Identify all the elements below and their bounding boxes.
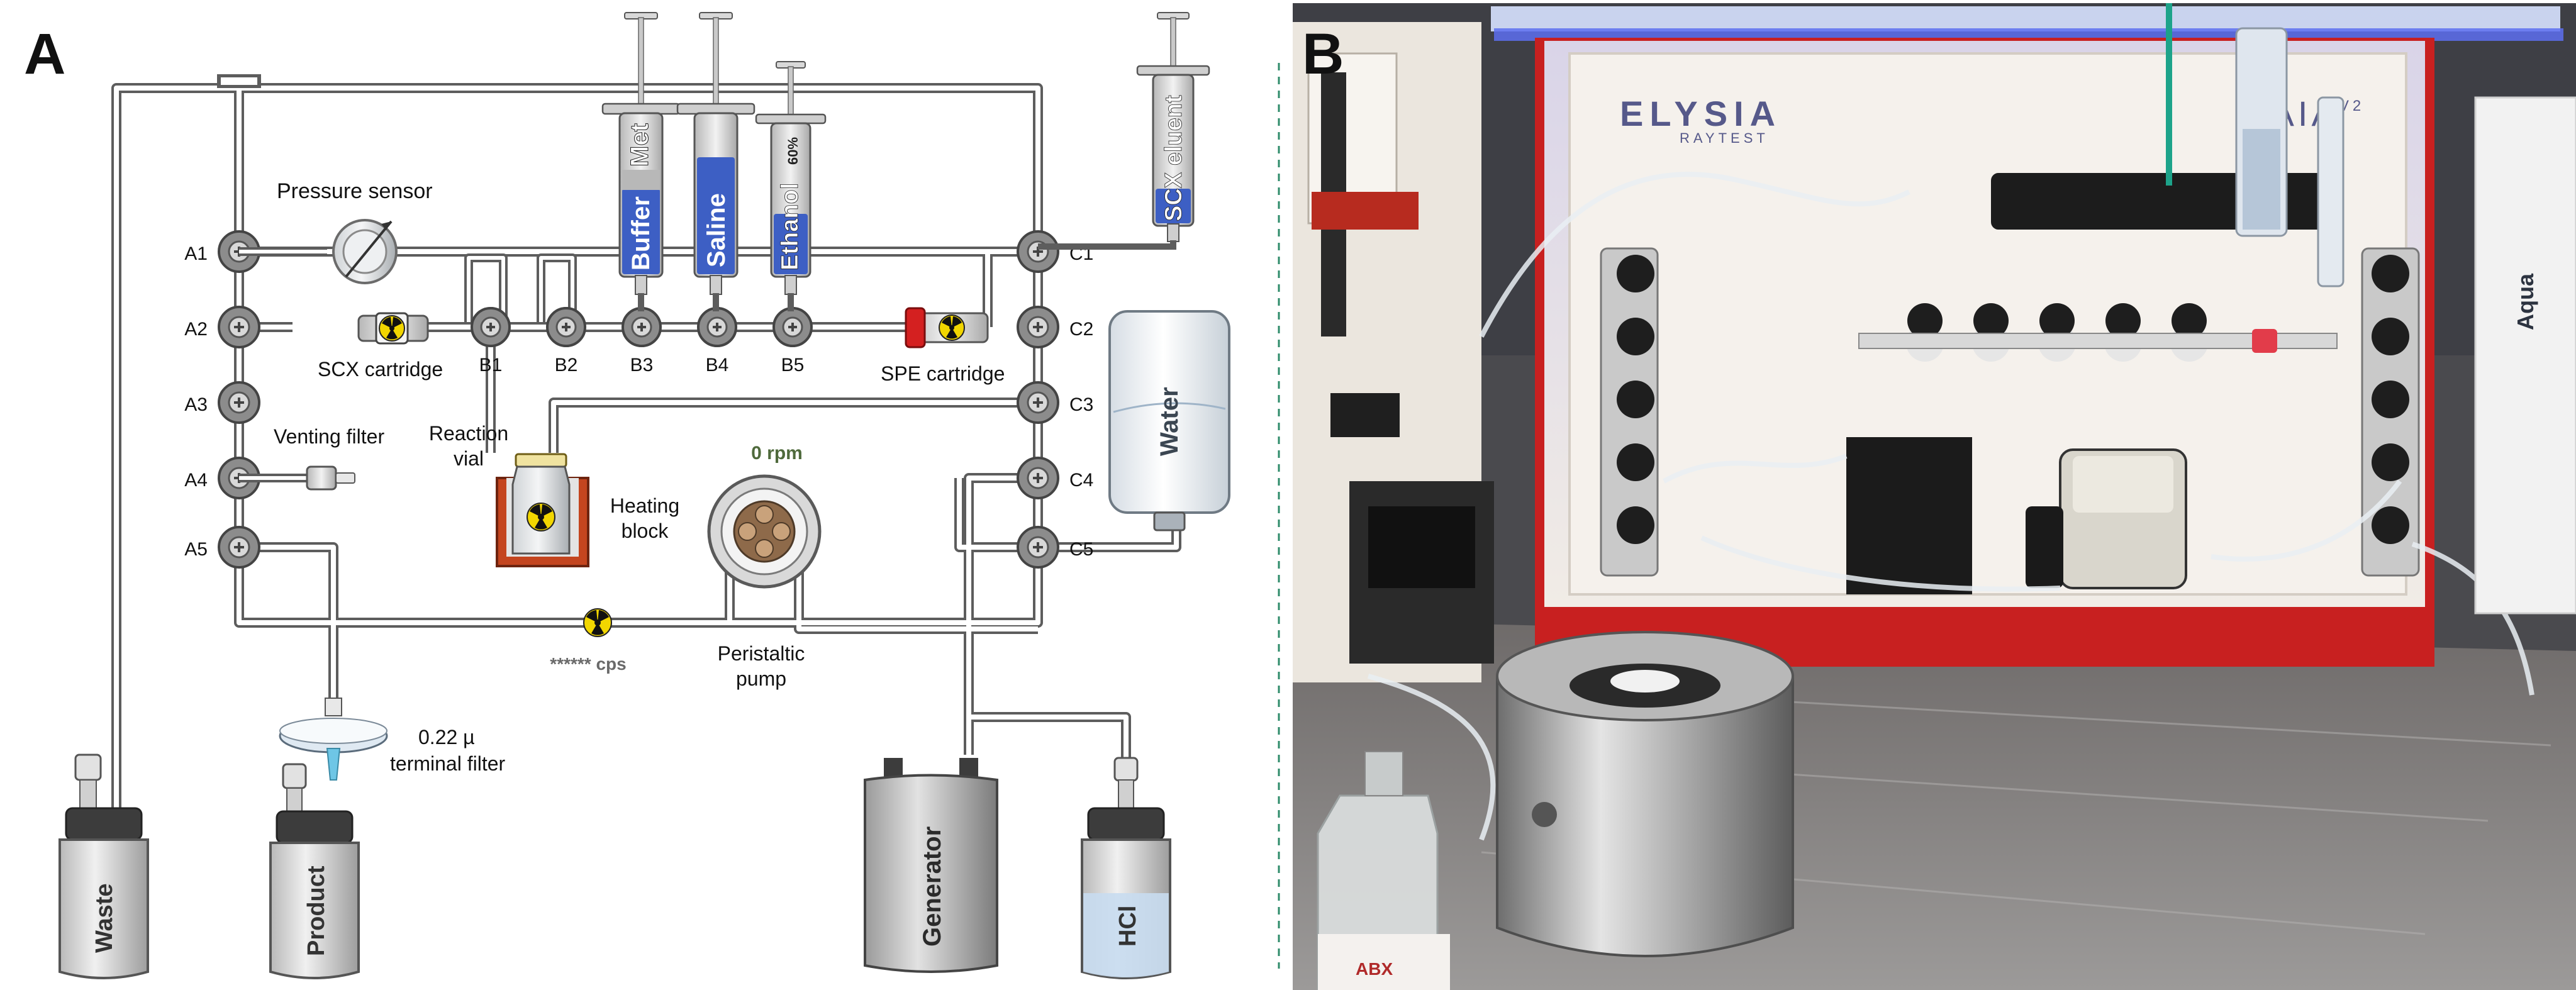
valve-label-b4: B4: [706, 355, 729, 375]
glass-bottle-label: ABX: [1356, 959, 1393, 979]
valve-a3[interactable]: [218, 381, 260, 424]
radiation-icon: [379, 315, 405, 342]
syringe-buffer-label: Buffer: [627, 196, 655, 270]
valve-c5[interactable]: [1017, 526, 1059, 569]
hcl-bottle: HCl: [1081, 757, 1171, 979]
syringe-met-buffer[interactable]: Met Buffer: [601, 12, 681, 295]
radiation-icon: [527, 503, 555, 531]
pump-speed-readout: 0 rpm: [751, 443, 803, 464]
glass-bottle: ABX: [1317, 751, 1450, 990]
right-bottle: Aqua: [2474, 96, 2576, 615]
panel-label-b: B: [1302, 22, 1344, 86]
valve-c2[interactable]: [1017, 306, 1059, 348]
syringe-scx-eluent[interactable]: SCX eluent: [1136, 12, 1210, 242]
synthesis-module-photo: ELYSIA RAYTEST GAIAV2: [1293, 3, 2576, 990]
valve-label-c3: C3: [1069, 394, 1093, 415]
product-bottle: Product: [269, 763, 360, 979]
valve-label-c2: C2: [1069, 319, 1093, 340]
heating-block: Heating block: [610, 494, 679, 542]
valve-label-b5: B5: [781, 355, 805, 375]
product-label: Product: [303, 865, 330, 956]
pressure-sensor-label: Pressure sensor: [277, 179, 433, 203]
water-bottle: Water: [1108, 310, 1230, 531]
scx-cartridge: SCX cartridge: [318, 312, 443, 381]
brand-subtitle: RAYTEST: [1680, 130, 1769, 146]
radiation-icon: [583, 608, 612, 637]
waste-bottle: Waste: [59, 754, 149, 979]
valve-column-a: [218, 230, 260, 569]
synthesis-module-schematic: A1 A2 A3 A4 A5 B1 B2 B3 B4 B5 C1 C2 C3 C…: [59, 12, 1230, 979]
valve-label-a5: A5: [184, 539, 208, 560]
heating-pot: [1496, 631, 1794, 957]
valve-a5[interactable]: [218, 526, 260, 569]
water-label: Water: [1156, 387, 1183, 456]
terminal-filter: 0.22 µ terminal filter: [279, 698, 506, 781]
pump-label-1: Peristaltic: [718, 642, 805, 665]
valve-a2[interactable]: [218, 306, 260, 348]
scx-cartridge-label: SCX cartridge: [318, 358, 443, 381]
syringe-met-label: Met: [626, 123, 654, 167]
hcl-label: HCl: [1115, 906, 1141, 947]
valve-label-a4: A4: [184, 470, 208, 491]
pump-label-2: pump: [736, 667, 786, 690]
valve-c1[interactable]: [1017, 230, 1059, 273]
spe-cartridge-label: SPE cartridge: [881, 362, 1005, 385]
valve-label-a3: A3: [184, 394, 208, 415]
reaction-vial-label-2: vial: [454, 447, 484, 470]
terminal-filter-label-1: 0.22 µ: [418, 726, 475, 748]
syringe-ethanol-label: Ethanol: [777, 183, 803, 270]
radiation-icon: [939, 314, 965, 341]
peristaltic-pump[interactable]: 0 rpm Peristaltic pump: [707, 443, 822, 690]
reaction-vial: Reaction vial: [429, 422, 589, 567]
spe-cartridge: SPE cartridge: [881, 307, 1005, 385]
valve-c3[interactable]: [1017, 381, 1059, 424]
generator: Generator: [864, 758, 998, 973]
terminal-filter-label-2: terminal filter: [390, 752, 506, 775]
valve-label-b3: B3: [630, 355, 654, 375]
valve-label-a1: A1: [184, 243, 208, 264]
valve-label-b2: B2: [555, 355, 578, 375]
panel-divider: [1278, 63, 1280, 969]
left-instrument: [1293, 22, 1494, 682]
syringe-scx-eluent-label: SCX eluent: [1161, 95, 1187, 221]
counts-readout: ****** cps: [550, 654, 626, 674]
syringe-saline[interactable]: Saline: [676, 12, 756, 295]
generator-label: Generator: [918, 826, 946, 947]
heating-block-label-1: Heating: [610, 494, 679, 517]
venting-filter-label: Venting filter: [274, 425, 384, 448]
syringe-saline-label: Saline: [703, 193, 730, 267]
heating-block-label-2: block: [622, 520, 669, 542]
valve-c4[interactable]: [1017, 457, 1059, 499]
valve-label-a2: A2: [184, 319, 208, 340]
valve-label-b1: B1: [479, 355, 503, 375]
panel-label-a: A: [24, 22, 66, 86]
valve-label-c4: C4: [1069, 470, 1093, 491]
waste-label: Waste: [91, 883, 118, 953]
venting-filter: Venting filter: [239, 425, 384, 491]
pressure-sensor: Pressure sensor: [239, 179, 433, 284]
reaction-vial-label-1: Reaction: [429, 422, 508, 445]
radiation-detector: ****** cps: [550, 608, 627, 674]
syringe-ethanol[interactable]: Ethanol 60%: [755, 61, 827, 295]
valve-label-c5: C5: [1069, 539, 1093, 560]
syringe-ethanol-percent: 60%: [785, 137, 801, 165]
brand-logo: ELYSIA: [1620, 94, 1781, 133]
side-bottle-label: Aqua: [2512, 273, 2538, 330]
gaia-cabinet: ELYSIA RAYTEST GAIAV2: [1367, 3, 2563, 841]
